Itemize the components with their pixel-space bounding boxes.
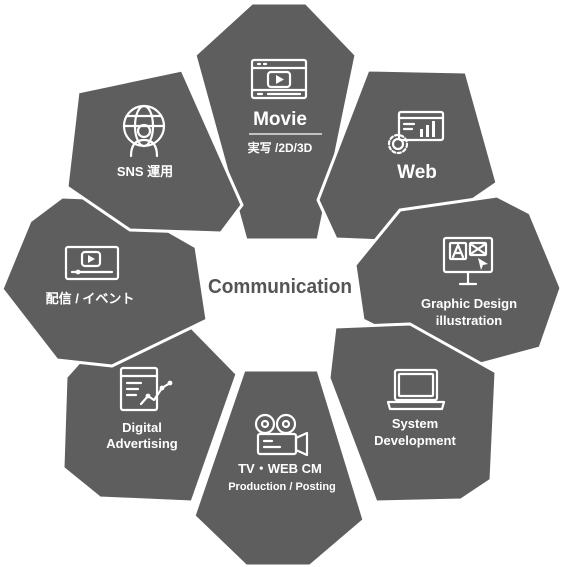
design-monitor-icon xyxy=(442,236,494,286)
film-camera-icon xyxy=(254,413,309,457)
digital-line2: Advertising xyxy=(106,436,178,451)
movie-subtitle: 実写 /2D/3D xyxy=(248,140,313,155)
laptop-icon xyxy=(386,368,446,411)
petal-tvcm xyxy=(192,368,366,567)
petal-system xyxy=(327,322,498,504)
globe-person-icon xyxy=(122,104,166,158)
petal-digital xyxy=(61,325,239,504)
haishin-title: 配信 / イベント xyxy=(46,291,135,306)
system-line2: Development xyxy=(374,433,456,448)
digital-line1: Digital xyxy=(122,420,162,435)
tvcm-line2: Production / Posting xyxy=(228,481,336,493)
petal-haishin xyxy=(0,195,209,368)
sns-title: SNS 運用 xyxy=(117,164,173,179)
graphic-line2: illustration xyxy=(436,313,503,328)
video-player-icon xyxy=(64,245,120,281)
analytics-document-icon xyxy=(119,366,173,412)
petal-sns xyxy=(65,68,244,235)
center-label: Communication xyxy=(208,276,352,298)
video-screen-icon xyxy=(250,58,308,100)
monitor-chart-gear-icon xyxy=(387,110,445,155)
movie-title: Movie xyxy=(253,109,307,130)
petal-movie xyxy=(193,1,358,242)
system-line1: System xyxy=(392,416,438,431)
web-title: Web xyxy=(397,162,437,183)
graphic-line1: Graphic Design xyxy=(421,296,517,311)
tvcm-line1: TV・WEB CM xyxy=(238,461,322,476)
